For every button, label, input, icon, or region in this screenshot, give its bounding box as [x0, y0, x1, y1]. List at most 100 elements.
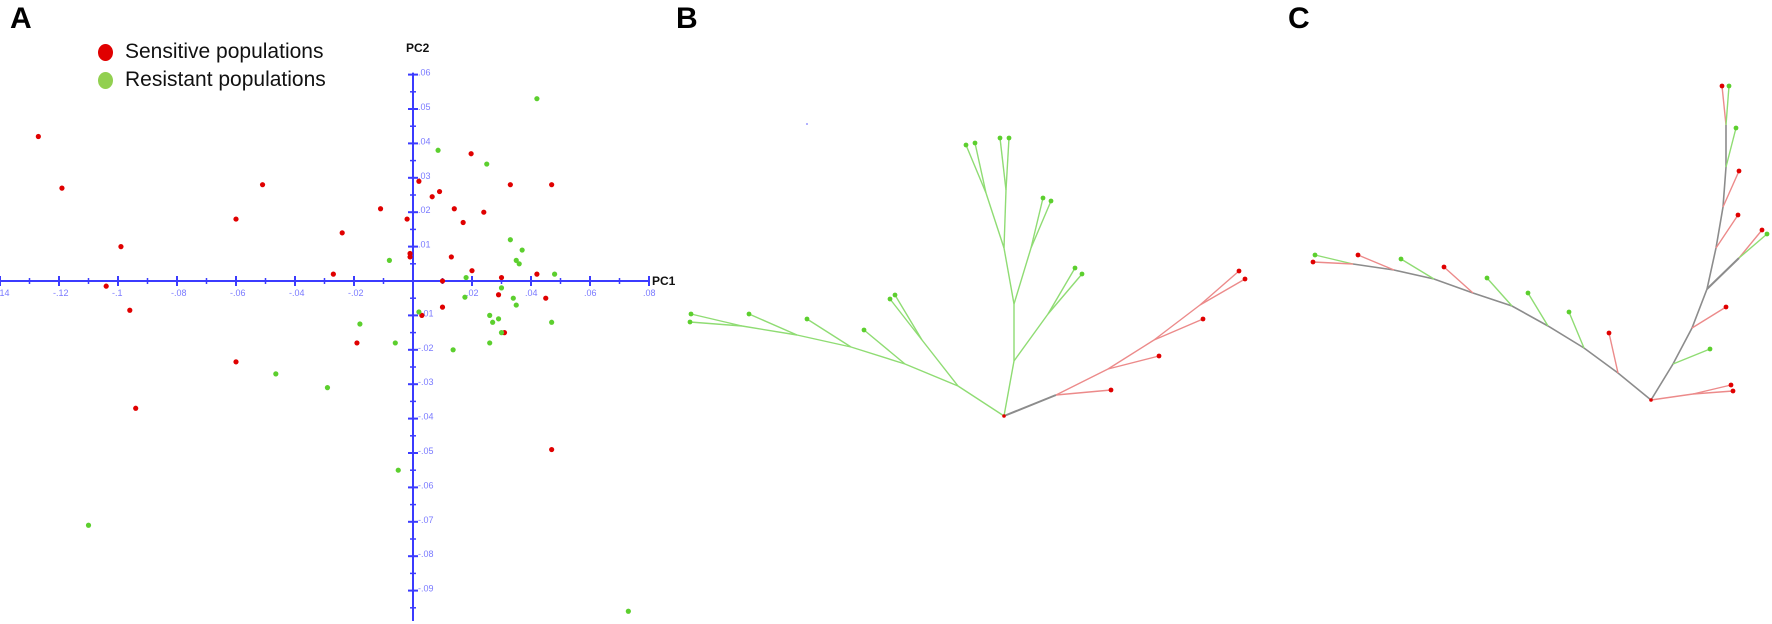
sensitive-point — [460, 219, 466, 226]
sensitive-tip — [1242, 276, 1248, 282]
resistant-point — [324, 385, 331, 391]
sensitive-point — [495, 292, 502, 298]
resistant-point — [462, 294, 468, 300]
resistant-tip — [972, 140, 978, 146]
tree-branch — [690, 313, 743, 327]
resistant-point — [386, 257, 392, 263]
resistant-tip — [892, 292, 898, 298]
sensitive-point — [377, 206, 384, 212]
tree-backbone-right — [1650, 125, 1727, 401]
resistant-point — [625, 608, 631, 614]
y-tick-label: -.07 — [418, 515, 434, 525]
tree-branch — [863, 329, 906, 365]
tree-branch — [965, 144, 987, 194]
tree-branch — [1527, 292, 1549, 327]
resistant-point — [395, 467, 401, 473]
panel-letter-c: C — [1288, 2, 1310, 35]
resistant-tip — [1312, 252, 1318, 258]
sensitive-point — [429, 194, 435, 200]
resistant-point — [450, 347, 456, 353]
tree-branch — [1672, 348, 1711, 365]
tree-branch — [1055, 368, 1109, 396]
sensitive-point — [233, 359, 239, 365]
resistant-tip — [746, 311, 752, 317]
tree-branch — [1153, 304, 1201, 341]
tree-branch — [1738, 229, 1763, 259]
sensitive-tip — [1723, 304, 1729, 310]
tree-branch — [1030, 197, 1044, 249]
sensitive-point — [133, 405, 139, 411]
y-tick-label: .02 — [418, 205, 431, 215]
tree-branch — [1692, 384, 1732, 395]
tree-branch — [1153, 318, 1204, 341]
resistant-point — [392, 340, 398, 346]
x-tick-label: -.02 — [348, 288, 364, 298]
resistant-tip — [1764, 231, 1770, 237]
sensitive-point — [481, 209, 487, 215]
sensitive-point — [35, 133, 41, 140]
tree-branch — [1107, 355, 1160, 370]
x-axis-title: PC1 — [652, 274, 676, 288]
y-tick-label: -.04 — [418, 412, 434, 422]
sensitive-tip — [1736, 168, 1742, 174]
tree-branch — [796, 334, 852, 348]
sensitive-dot-icon — [98, 43, 113, 61]
tree-branch — [894, 294, 923, 341]
resistant-tip — [1398, 256, 1404, 262]
tree-branch — [1706, 257, 1740, 290]
tree-branch — [1003, 247, 1015, 305]
resistant-tip — [997, 135, 1003, 141]
resistant-tip — [1525, 290, 1531, 296]
resistant-tip — [963, 142, 969, 148]
tree-branch — [1721, 85, 1727, 126]
tree-branch — [748, 313, 798, 336]
sensitive-point — [354, 340, 360, 346]
tree-branch — [1013, 313, 1049, 362]
sensitive-point — [439, 304, 446, 310]
sensitive-tip — [1730, 388, 1736, 394]
x-tick-label: .06 — [584, 288, 597, 298]
resistant-tip — [1006, 135, 1012, 141]
tree-branch — [1005, 137, 1010, 191]
sensitive-tip — [1108, 387, 1114, 393]
tree-branch — [1314, 254, 1354, 265]
sensitive-point — [468, 151, 474, 157]
tree-branch — [1199, 278, 1246, 306]
tree-branch — [850, 346, 906, 365]
y-tick-label: -.03 — [418, 377, 434, 387]
sensitive-point — [549, 182, 555, 188]
tree-branch — [1725, 85, 1730, 126]
resistant-point — [507, 237, 513, 243]
sensitive-point — [507, 182, 513, 188]
tree-branch — [1199, 270, 1240, 306]
y-tick-label: -.06 — [418, 480, 434, 490]
resistant-tip — [1072, 265, 1078, 271]
y-tick-label: .01 — [418, 240, 431, 250]
tree-branch — [1400, 258, 1435, 280]
resistant-tip — [1040, 195, 1046, 201]
sensitive-tip — [1728, 382, 1734, 388]
tree-branch — [741, 325, 798, 336]
resistant-tip — [687, 319, 693, 325]
tree-panel-c — [1310, 83, 1770, 402]
sensitive-point — [543, 295, 549, 301]
y-tick-label: -.01 — [418, 308, 434, 318]
resistant-tip — [1566, 309, 1572, 315]
tree-branch — [921, 339, 959, 387]
y-tick-label: -.02 — [418, 343, 434, 353]
legend-label-sensitive: Sensitive populations — [125, 40, 324, 63]
resistant-tip — [887, 296, 893, 302]
sensitive-point — [330, 271, 336, 277]
tree-branch — [1312, 261, 1354, 265]
resistant-point — [484, 161, 490, 167]
x-tick-label: -.08 — [171, 288, 187, 298]
tree-branch — [1692, 390, 1734, 395]
resistant-point — [498, 330, 505, 336]
sensitive-point — [103, 283, 109, 289]
x-tick-label: -.04 — [289, 288, 305, 298]
resistant-tip — [804, 316, 810, 322]
tree-branch — [1047, 267, 1076, 315]
sensitive-point — [469, 268, 475, 274]
sensitive-point — [451, 206, 457, 212]
